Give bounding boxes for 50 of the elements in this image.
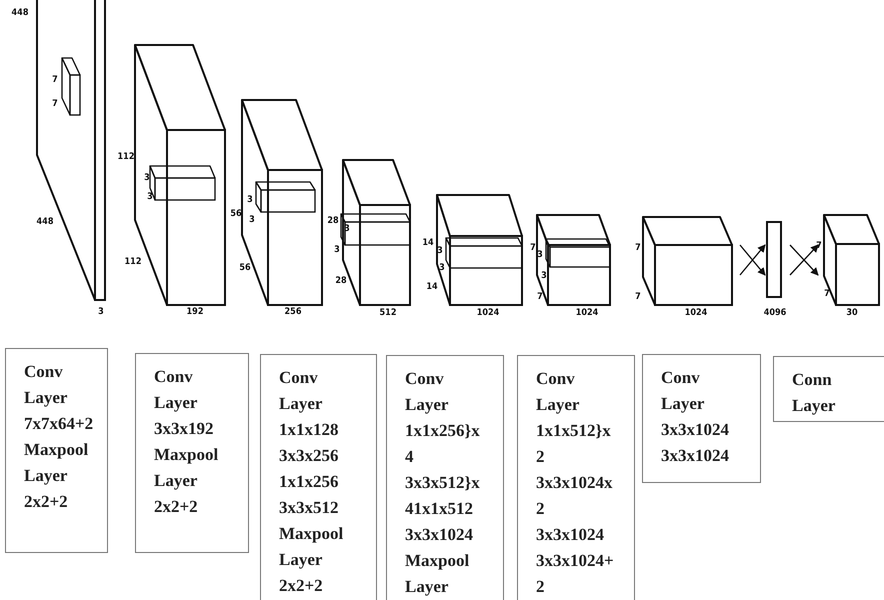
layer-description: Conv Layer 1x1x128 3x3x256 1x1x256 3x3x512 Maxpool Layer 2x2+2 (279, 367, 344, 597)
dimension-label: 3 (249, 215, 255, 225)
dimension-label: 3 (98, 307, 104, 317)
dimension-label: 512 (380, 308, 396, 318)
dimension-label: 3 (147, 192, 153, 202)
dimension-label: 14 (426, 282, 438, 292)
dimension-label: 3 (334, 245, 340, 255)
dimension-label: 7 (52, 75, 58, 85)
layer-info-box (642, 354, 761, 483)
dimension-label: 28 (327, 216, 339, 226)
dimension-label: 1024 (684, 308, 708, 318)
layer-description: Conv Layer 3x3x192 Maxpool Layer 2x2+2 (154, 366, 220, 518)
layer-info-box (517, 355, 635, 600)
dimension-label: 28 (335, 276, 347, 286)
dimension-label: 1024 (576, 308, 598, 318)
dimension-label: 4096 (764, 308, 786, 318)
dimension-label: 1024 (476, 308, 500, 318)
dimension-label: 14 (422, 238, 434, 248)
layer-info-box (260, 354, 377, 600)
layer-info-box (135, 353, 249, 553)
dimension-label: 256 (284, 307, 302, 317)
dimension-label: 3 (247, 195, 253, 205)
layer-description: Conv Layer 7x7x64+2 Maxpool Layer 2x2+2 (24, 361, 94, 513)
dimension-label: 448 (36, 217, 54, 227)
layer-description: Conv Layer 1x1x256}x 4 3x3x512}x 41x1x512 3x3x1024 Maxpool Layer (405, 368, 481, 598)
dimension-label: 7 (635, 292, 641, 302)
dimension-label: 3 (437, 246, 443, 256)
dimension-label: 3 (537, 250, 543, 260)
layer-description: Conv Layer 3x3x1024 3x3x1024 (661, 367, 730, 467)
layer-info-box (386, 355, 504, 600)
dimension-label: 56 (230, 209, 242, 219)
layer-description: Conn Layer (792, 369, 836, 417)
dimension-label: 3 (439, 263, 445, 273)
layer-description: Conv Layer 1x1x512}x 2 3x3x1024x 2 3x3x1024 3x3x1024+ 2 (536, 368, 615, 598)
dimension-label: 7 (824, 289, 830, 299)
dimension-label: 7 (635, 243, 641, 253)
dimension-label: 3 (541, 271, 547, 281)
dimension-label: 3 (144, 173, 150, 183)
dimension-label: 56 (239, 263, 251, 273)
dimension-label: 7 (537, 292, 543, 302)
layer-info-box (5, 348, 108, 553)
dimension-label: 7 (52, 99, 58, 109)
dimension-label: 448 (12, 8, 28, 18)
dimension-label: 7 (530, 243, 536, 253)
dimension-label: 30 (846, 308, 858, 318)
dimension-label: 112 (124, 257, 142, 267)
layer-info-box (773, 356, 884, 422)
dimension-label: 192 (186, 307, 204, 317)
dimension-label: 7 (816, 241, 822, 251)
dimension-label: 112 (118, 152, 134, 162)
